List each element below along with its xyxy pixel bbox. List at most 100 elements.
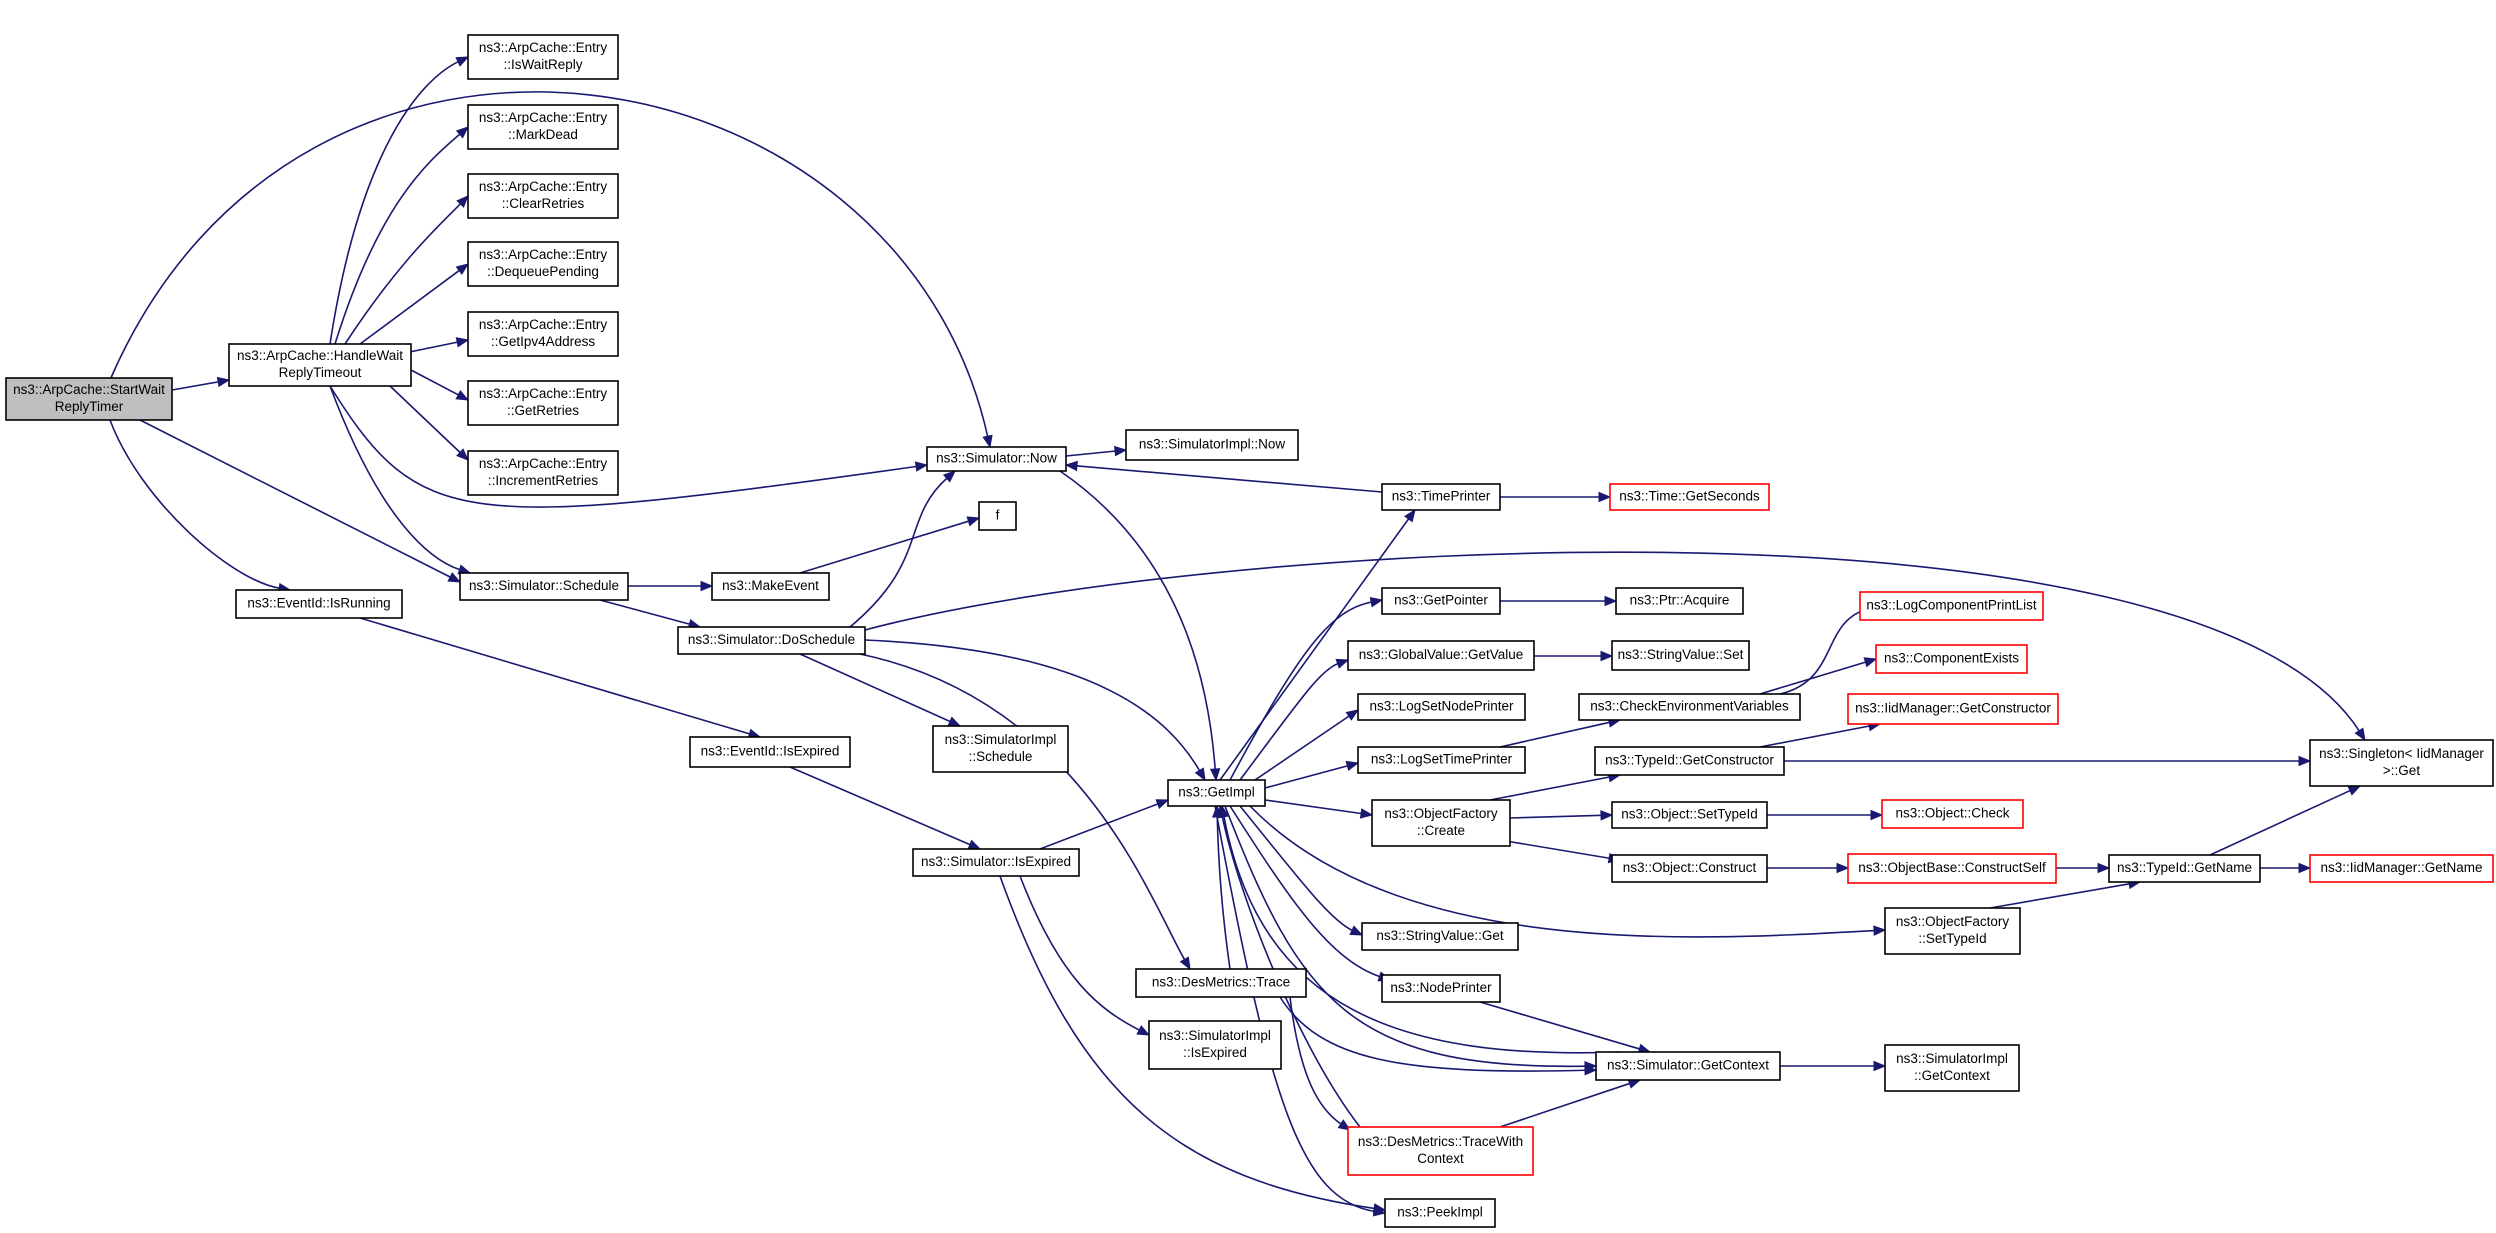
node-box[interactable] [2309, 739, 2494, 787]
node-box[interactable] [677, 626, 866, 655]
node-box[interactable] [1371, 799, 1511, 847]
node-typeidgetname[interactable]: ns3::TypeId::GetName [2108, 854, 2261, 883]
node-box[interactable] [926, 446, 1067, 472]
node-box[interactable] [711, 572, 830, 601]
node-strvalget[interactable]: ns3::StringValue::Get [1361, 922, 1519, 951]
node-box[interactable] [1381, 483, 1501, 511]
node-box[interactable] [1135, 968, 1307, 998]
node-box[interactable] [459, 572, 629, 601]
node-iidgetctor[interactable]: ns3::IidManager::GetConstructor [1847, 693, 2059, 725]
node-implnow[interactable]: ns3::SimulatorImpl::Now [1125, 429, 1299, 461]
node-box[interactable] [932, 725, 1069, 773]
node-simisexpired[interactable]: ns3::Simulator::IsExpired [912, 848, 1080, 877]
node-clearret[interactable]: ns3::ArpCache::Entry::ClearRetries [467, 173, 619, 219]
node-box[interactable] [2309, 854, 2494, 883]
node-box[interactable] [1384, 1198, 1496, 1228]
node-peekimpl[interactable]: ns3::PeekImpl [1384, 1198, 1496, 1228]
node-box[interactable] [1347, 1126, 1534, 1176]
node-box[interactable] [1578, 693, 1801, 721]
node-gvgetvalue[interactable]: ns3::GlobalValue::GetValue [1347, 640, 1535, 671]
node-iidgetname[interactable]: ns3::IidManager::GetName [2309, 854, 2494, 883]
node-logsettime[interactable]: ns3::LogSetTimePrinter [1357, 746, 1526, 774]
node-box[interactable] [467, 380, 619, 426]
node-objfactcreate[interactable]: ns3::ObjectFactory::Create [1371, 799, 1511, 847]
node-box[interactable] [1611, 854, 1768, 883]
node-compexists[interactable]: ns3::ComponentExists [1875, 644, 2028, 674]
node-objcheck[interactable]: ns3::Object::Check [1881, 799, 2024, 829]
node-implschedule[interactable]: ns3::SimulatorImpl::Schedule [932, 725, 1069, 773]
node-box[interactable] [467, 104, 619, 150]
node-incret[interactable]: ns3::ArpCache::Entry::IncrementRetries [467, 450, 619, 496]
node-isexpired_ev[interactable]: ns3::EventId::IsExpired [689, 736, 851, 768]
node-box[interactable] [1357, 693, 1526, 721]
node-box[interactable] [1357, 746, 1526, 774]
node-box[interactable] [1609, 483, 1770, 511]
node-objbaseconstruct[interactable]: ns3::ObjectBase::ConstructSelf [1847, 853, 2057, 884]
node-getret[interactable]: ns3::ArpCache::Entry::GetRetries [467, 380, 619, 426]
node-implgetcontext[interactable]: ns3::SimulatorImpl::GetContext [1884, 1044, 2020, 1092]
node-desmetrics[interactable]: ns3::DesMetrics::Trace [1135, 968, 1307, 998]
node-timeprinter[interactable]: ns3::TimePrinter [1381, 483, 1501, 511]
node-box[interactable] [1125, 429, 1299, 461]
node-box[interactable] [1167, 779, 1266, 807]
node-box[interactable] [1611, 801, 1768, 829]
node-box[interactable] [1347, 640, 1535, 671]
node-singleton[interactable]: ns3::Singleton< IidManager>::Get [2309, 739, 2494, 787]
node-box[interactable] [1381, 974, 1501, 1003]
node-dequeue[interactable]: ns3::ArpCache::Entry::DequeuePending [467, 241, 619, 287]
node-getseconds[interactable]: ns3::Time::GetSeconds [1609, 483, 1770, 511]
node-box[interactable] [1884, 1044, 2020, 1092]
node-box[interactable] [467, 241, 619, 287]
node-box[interactable] [1847, 853, 2057, 884]
node-box[interactable] [467, 34, 619, 80]
node-objconstruct[interactable]: ns3::Object::Construct [1611, 854, 1768, 883]
node-schedule[interactable]: ns3::Simulator::Schedule [459, 572, 629, 601]
node-getimpl[interactable]: ns3::GetImpl [1167, 779, 1266, 807]
node-box[interactable] [978, 501, 1017, 531]
node-strvalset[interactable]: ns3::StringValue::Set [1611, 640, 1750, 671]
node-box[interactable] [1381, 587, 1501, 615]
node-markdead[interactable]: ns3::ArpCache::Entry::MarkDead [467, 104, 619, 150]
node-box[interactable] [467, 173, 619, 219]
node-box[interactable] [912, 848, 1080, 877]
node-box[interactable] [1859, 591, 2044, 621]
node-objsettypeid[interactable]: ns3::Object::SetTypeId [1611, 801, 1768, 829]
node-box[interactable] [235, 589, 403, 619]
node-getipv4[interactable]: ns3::ArpCache::Entry::GetIpv4Address [467, 311, 619, 357]
node-f[interactable]: f [978, 501, 1017, 531]
node-simgetcontext[interactable]: ns3::Simulator::GetContext [1595, 1051, 1781, 1081]
node-typeidgetctor[interactable]: ns3::TypeId::GetConstructor [1594, 746, 1785, 776]
node-iswait[interactable]: ns3::ArpCache::Entry::IsWaitReply [467, 34, 619, 80]
node-isrunning[interactable]: ns3::EventId::IsRunning [235, 589, 403, 619]
node-implisexpired[interactable]: ns3::SimulatorImpl::IsExpired [1148, 1020, 1282, 1070]
node-box[interactable] [1595, 1051, 1781, 1081]
node-box[interactable] [1615, 587, 1744, 615]
node-box[interactable] [467, 311, 619, 357]
node-box[interactable] [1361, 922, 1519, 951]
node-box[interactable] [1875, 644, 2028, 674]
node-box[interactable] [5, 377, 173, 421]
node-box[interactable] [689, 736, 851, 768]
node-box[interactable] [1884, 907, 2021, 955]
node-box[interactable] [1611, 640, 1750, 671]
node-box[interactable] [1847, 693, 2059, 725]
node-box[interactable] [1594, 746, 1785, 776]
node-objfactsettypeid[interactable]: ns3::ObjectFactory::SetTypeId [1884, 907, 2021, 955]
node-box[interactable] [228, 343, 412, 387]
node-box[interactable] [467, 450, 619, 496]
node-box[interactable] [1148, 1020, 1282, 1070]
node-nodeprinter[interactable]: ns3::NodePrinter [1381, 974, 1501, 1003]
node-doschedule[interactable]: ns3::Simulator::DoSchedule [677, 626, 866, 655]
node-logsetnode[interactable]: ns3::LogSetNodePrinter [1357, 693, 1526, 721]
node-box[interactable] [2108, 854, 2261, 883]
node-makeevent[interactable]: ns3::MakeEvent [711, 572, 830, 601]
node-ptracquire[interactable]: ns3::Ptr::Acquire [1615, 587, 1744, 615]
node-getpointer[interactable]: ns3::GetPointer [1381, 587, 1501, 615]
node-box[interactable] [1881, 799, 2024, 829]
node-simnow[interactable]: ns3::Simulator::Now [926, 446, 1067, 472]
node-checkenv[interactable]: ns3::CheckEnvironmentVariables [1578, 693, 1801, 721]
node-logcomplist[interactable]: ns3::LogComponentPrintList [1859, 591, 2044, 621]
